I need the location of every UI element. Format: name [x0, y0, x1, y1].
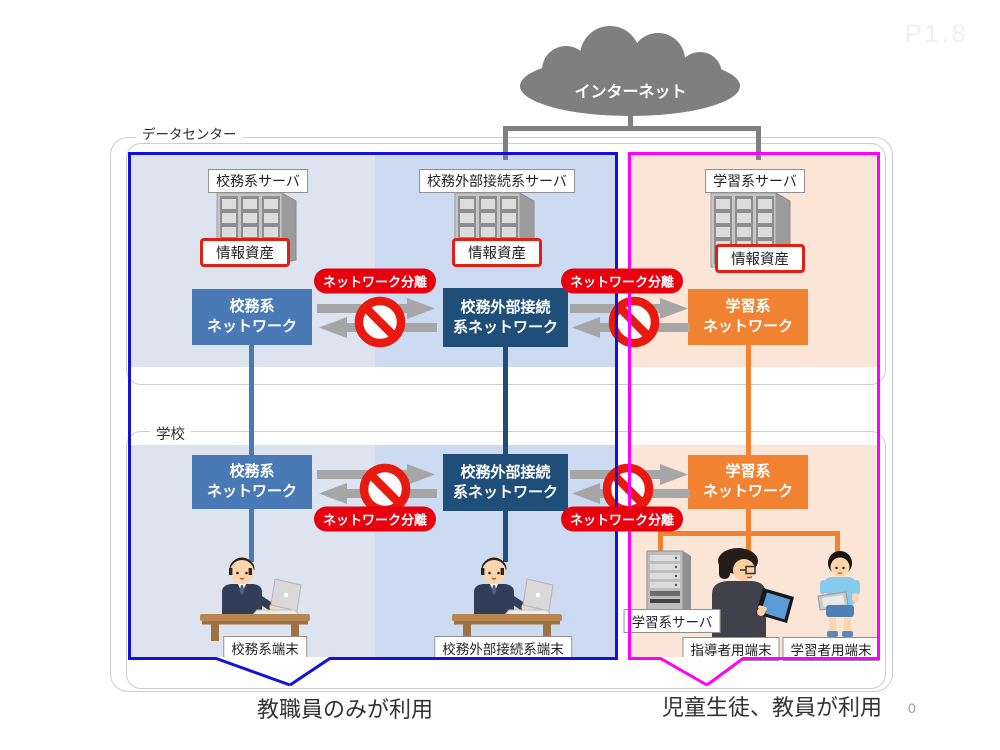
tower-server-icon	[646, 550, 691, 618]
internet-label: インターネット	[574, 84, 687, 101]
separation-label-dc-right: ネットワーク分離	[560, 268, 684, 294]
separation-label-school-right: ネットワーク分離	[560, 506, 684, 532]
cloud-stem-line	[628, 102, 633, 130]
dc-gaibu-network-box: 校務外部接続系ネットワーク	[443, 288, 568, 347]
dc-gakushu-server-label: 学習系サーバ	[705, 169, 805, 193]
dc-koumu-network-box: 校務系ネットワーク	[192, 289, 312, 345]
koumu-link-line-terminal	[249, 509, 254, 562]
gakushu-drop-server-line	[658, 531, 663, 553]
dc-koumu-asset-box: 情報資産	[200, 238, 290, 267]
prohibition-icon	[608, 296, 660, 348]
office-worker-illustration	[200, 557, 310, 641]
koumu-frame-notch	[211, 657, 333, 687]
teacher-illustration	[712, 548, 794, 638]
gakushu-frame-notch	[657, 657, 746, 687]
cloud-drop-left-line	[503, 126, 508, 160]
koumu-group-frame	[128, 152, 618, 660]
separation-label-school-left: ネットワーク分離	[313, 506, 437, 532]
datacenter-label: データセンター	[136, 123, 243, 143]
page-number: 0	[908, 700, 916, 716]
gakushu-group-frame	[628, 152, 880, 660]
watermark-text: P1.8	[905, 20, 969, 48]
dc-gaibu-server-label: 校務外部接続系サーバ	[419, 169, 575, 193]
outer-region-frame	[110, 137, 893, 692]
school-gaibu-network-box: 校務外部接続系ネットワーク	[443, 454, 568, 511]
dc-koumu-server-label: 校務系サーバ	[208, 169, 308, 193]
prohibition-icon	[354, 296, 406, 348]
school-gakushu-server-label: 学習系サーバ	[623, 609, 721, 633]
gakushu-link-line-down	[746, 509, 751, 535]
school-label: 学校	[150, 423, 191, 444]
gaibu-link-line-terminal	[503, 509, 508, 562]
office-worker-illustration	[452, 557, 562, 641]
internet-cloud: インターネット	[508, 26, 753, 118]
cloud-drop-right-line	[756, 126, 761, 160]
student-illustration	[817, 551, 860, 637]
school-gakushu-network-box: 学習系ネットワーク	[688, 455, 808, 509]
koumu-link-line-dc-school	[249, 344, 254, 456]
gakushu-drop-student-line	[835, 531, 840, 565]
footer-left-caption: 教職員のみが利用	[256, 697, 434, 722]
dc-gakushu-network-box: 学習系ネットワーク	[688, 289, 808, 345]
gaibu-link-line-dc-school	[503, 344, 508, 456]
koumu-terminal-label: 校務系端末	[223, 636, 307, 660]
gakushu-link-line-dc-school	[746, 344, 751, 456]
cloud-icon	[520, 26, 740, 116]
school-koumu-network-box: 校務系ネットワーク	[192, 455, 312, 509]
footer-right-caption: 児童生徒、教員が利用	[661, 695, 883, 720]
cloud-branch-line	[503, 126, 761, 131]
separation-label-dc-left: ネットワーク分離	[313, 268, 437, 294]
dc-gakushu-asset-box: 情報資産	[715, 244, 805, 273]
dc-gaibu-asset-box: 情報資産	[452, 238, 542, 267]
